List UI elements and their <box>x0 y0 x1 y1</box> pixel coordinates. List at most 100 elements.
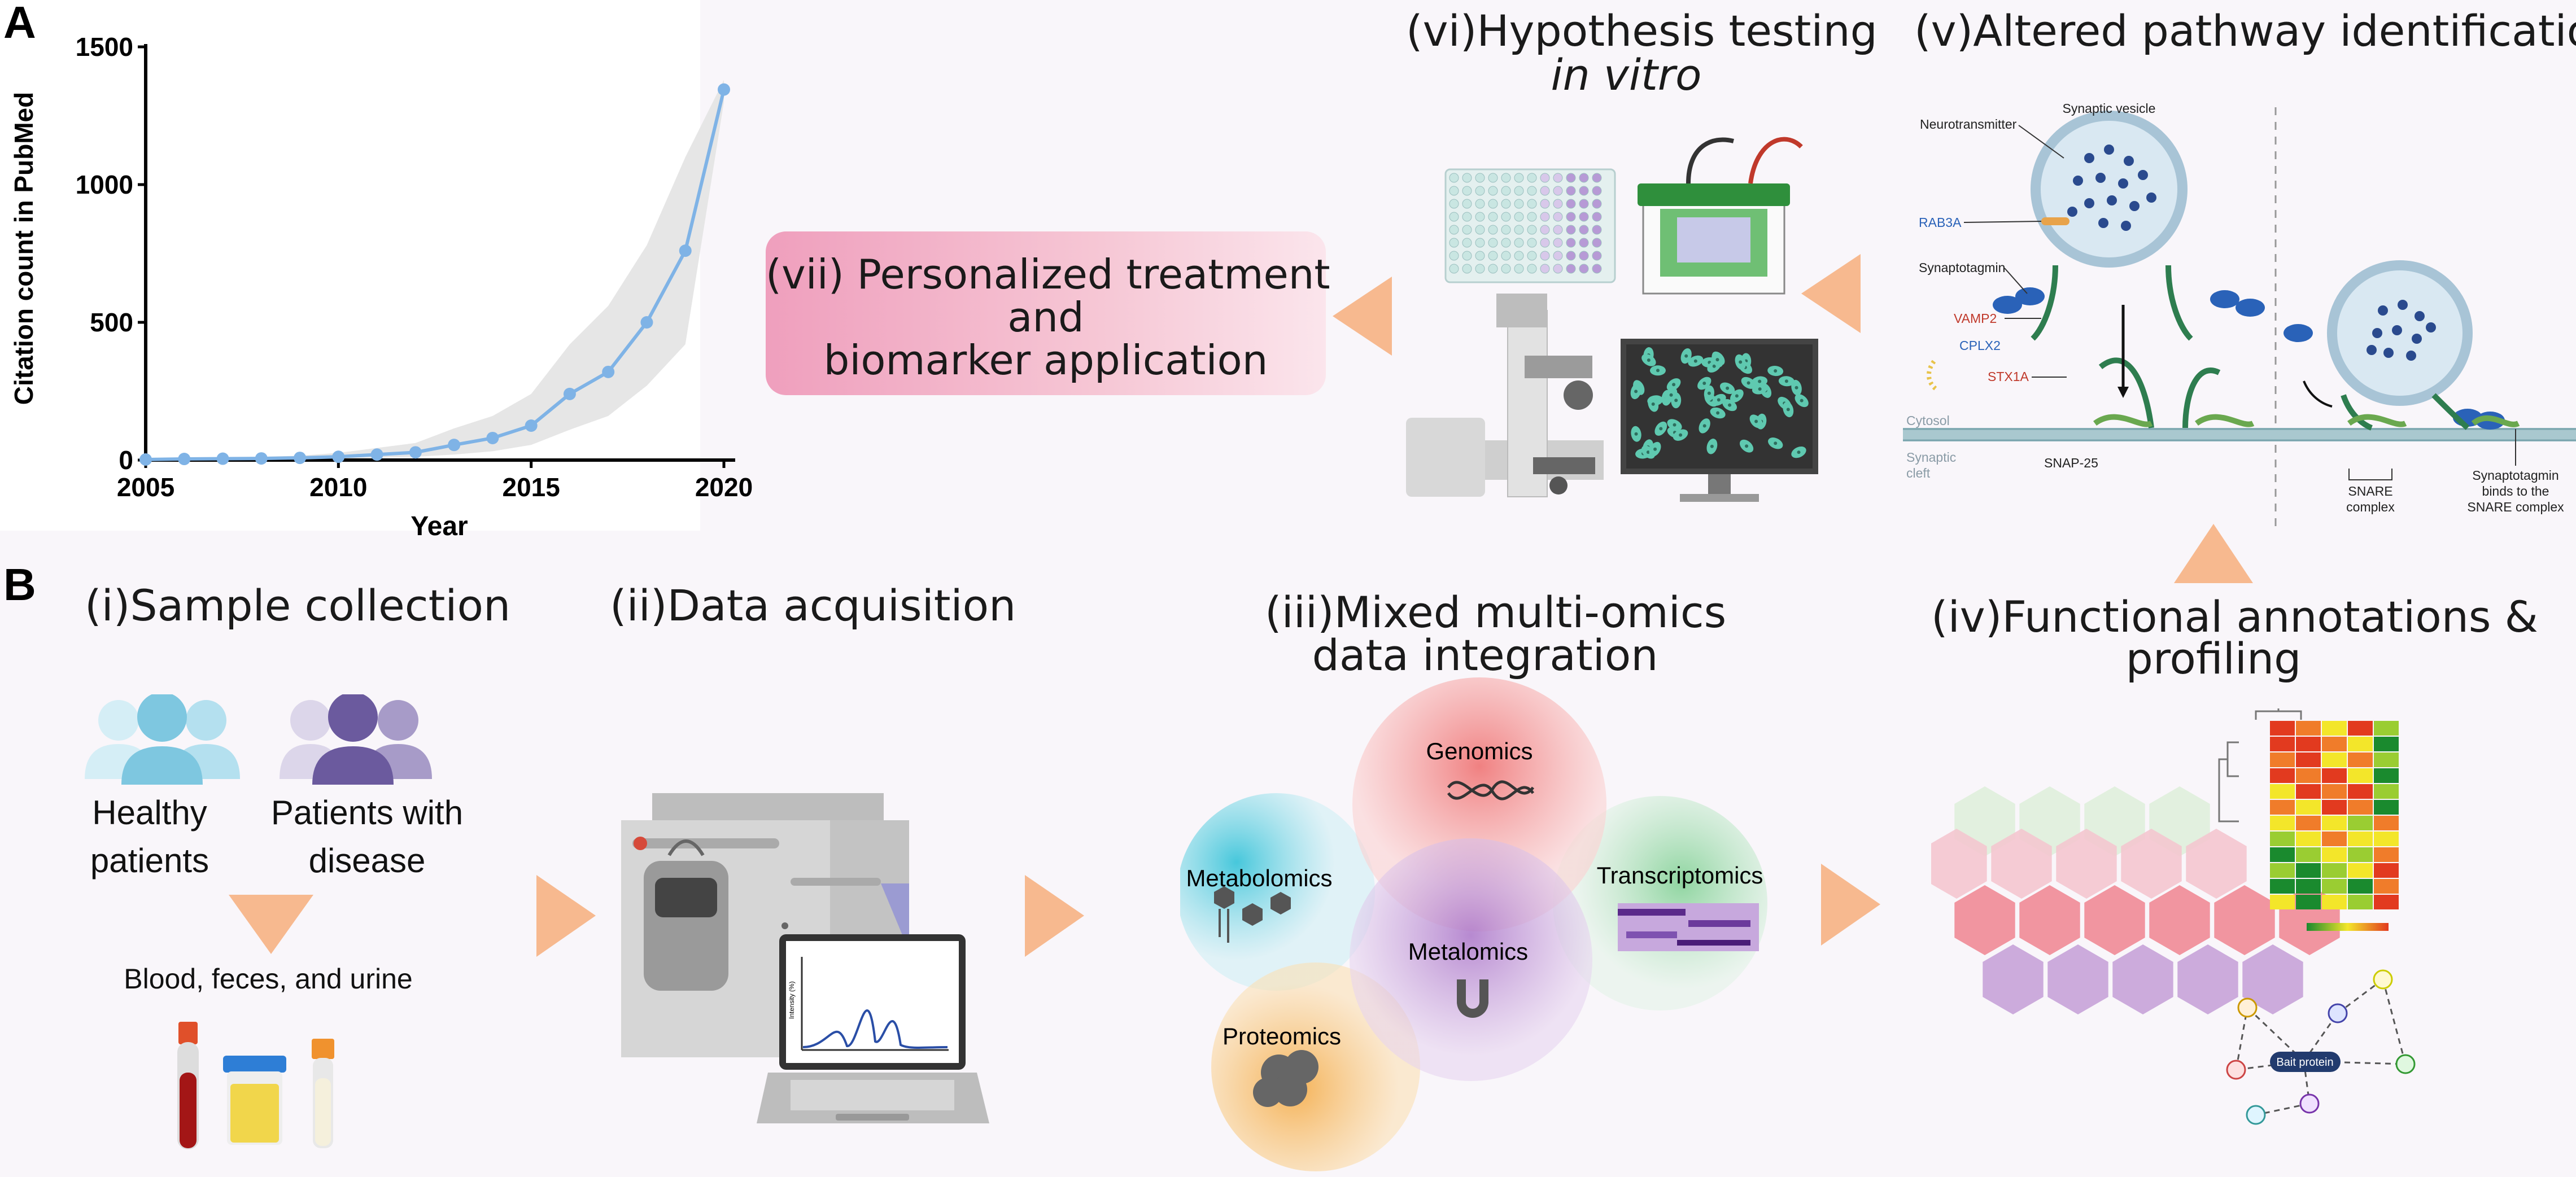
neurotransmitter <box>2138 170 2148 180</box>
heatmap-cell <box>2296 879 2321 894</box>
well <box>1449 199 1459 209</box>
x-tick-label: 2005 <box>117 472 174 502</box>
data-point <box>255 452 268 465</box>
cell-nucleus <box>1669 393 1673 397</box>
neurotransmitter <box>2107 195 2117 205</box>
well <box>1527 173 1537 183</box>
cell-nucleus <box>1656 369 1660 373</box>
y-tick-label: 1500 <box>76 32 133 62</box>
heatmap-cell <box>2374 800 2399 815</box>
neurotransmitter <box>2073 176 2083 186</box>
stx1a-label: STX1A <box>1988 369 2029 384</box>
cell-nucleus <box>1739 360 1743 364</box>
well <box>1449 225 1459 235</box>
y-tick-label: 0 <box>119 445 133 475</box>
heatmap-cell <box>2322 816 2347 830</box>
hexagon <box>2121 829 2182 899</box>
well <box>1566 199 1576 209</box>
snap25-label: SNAP-25 <box>2044 456 2098 470</box>
well <box>1475 199 1485 209</box>
cell-monitor-icon <box>1621 339 1818 502</box>
heatmap-cell <box>2270 752 2295 767</box>
well <box>1527 238 1537 248</box>
neurotransmitter <box>2383 348 2394 358</box>
well <box>1501 225 1511 235</box>
stage-title-functional-line1: (iv)Functional annotations & <box>1931 592 2538 642</box>
well <box>1449 212 1459 222</box>
heatmap-cell <box>2296 832 2321 846</box>
well <box>1566 186 1576 196</box>
functional-annotation-graphic: Bait protein <box>1931 708 2416 1125</box>
heatmap-cell <box>2374 832 2399 846</box>
y-tick-label: 500 <box>90 308 133 337</box>
well <box>1514 251 1524 261</box>
hexagon <box>2056 829 2117 899</box>
heatmap-cell <box>2270 816 2295 830</box>
cell-nucleus <box>1715 358 1719 362</box>
well <box>1501 199 1511 209</box>
neurotransmitter <box>2084 198 2094 208</box>
heatmap-cell <box>2374 721 2399 736</box>
data-point <box>370 448 383 461</box>
well <box>1566 251 1576 261</box>
neurotransmitter <box>2378 305 2388 316</box>
well <box>1488 199 1498 209</box>
well <box>1449 251 1459 261</box>
heatmap-cell <box>2348 895 2373 909</box>
well <box>1488 238 1498 248</box>
synaptotagmin-protein <box>1993 287 2505 430</box>
hexagon <box>1931 829 1987 899</box>
cell-nucleus <box>1634 432 1638 436</box>
well <box>1592 238 1602 248</box>
heatmap-cell <box>2322 721 2347 736</box>
heatmap-cell <box>2322 879 2347 894</box>
well <box>1566 173 1576 183</box>
well <box>1566 264 1576 274</box>
x-tick-label: 2020 <box>695 472 753 502</box>
synaptic-cleft-label-1: Synaptic <box>1906 450 1956 465</box>
cell-nucleus <box>1634 390 1638 393</box>
heatmap-dendrogram <box>2218 708 2302 822</box>
metalomics-label: Metalomics <box>1408 938 1528 965</box>
data-point <box>640 316 653 329</box>
heatmap-cell <box>2348 863 2373 878</box>
cell-nucleus <box>1735 394 1739 398</box>
heatmap-cell <box>2348 800 2373 815</box>
synaptotagmin-label: Synaptotagmin <box>1919 260 2005 275</box>
stage-title-data-acquisition: (ii)Data acquisition <box>610 580 1016 631</box>
synaptic-vesicle-label: Synaptic vesicle <box>2063 101 2156 116</box>
cell-nucleus <box>1707 391 1711 395</box>
hexagon <box>1954 885 2015 955</box>
well <box>1527 186 1537 196</box>
well <box>1514 212 1524 222</box>
bait-protein-node <box>2270 1052 2341 1072</box>
cell-nucleus <box>1747 381 1750 385</box>
well <box>1462 251 1472 261</box>
cell-nucleus <box>1674 399 1678 402</box>
heatmap-cell <box>2296 737 2321 751</box>
x-axis-label: Year <box>411 511 468 541</box>
heatmap-cell <box>2296 863 2321 878</box>
well <box>1553 212 1563 222</box>
molecule-icon <box>1214 886 1291 943</box>
synaptic-cleft-label-2: cleft <box>1906 466 1931 480</box>
well <box>1592 199 1602 209</box>
heatmap-cell <box>2270 863 2295 878</box>
heatmap-cell <box>2296 895 2321 909</box>
well <box>1488 212 1498 222</box>
cell-nucleus <box>1800 399 1804 402</box>
heatmap-cell <box>2348 752 2373 767</box>
heatmap-cell <box>2270 879 2295 894</box>
x-tick-label: 2010 <box>309 472 367 502</box>
snare-complex-label-1: SNARE <box>2348 484 2392 498</box>
heatmap-cell <box>2270 847 2295 862</box>
heatmap-cell <box>2322 800 2347 815</box>
hexagon <box>1983 944 2044 1014</box>
heatmap-cell <box>2270 895 2295 909</box>
heatmap-cell <box>2374 752 2399 767</box>
vamp2-label: VAMP2 <box>1954 311 1997 326</box>
cell-nucleus <box>1673 423 1676 427</box>
hexagon <box>2084 885 2145 955</box>
data-point <box>178 453 191 466</box>
